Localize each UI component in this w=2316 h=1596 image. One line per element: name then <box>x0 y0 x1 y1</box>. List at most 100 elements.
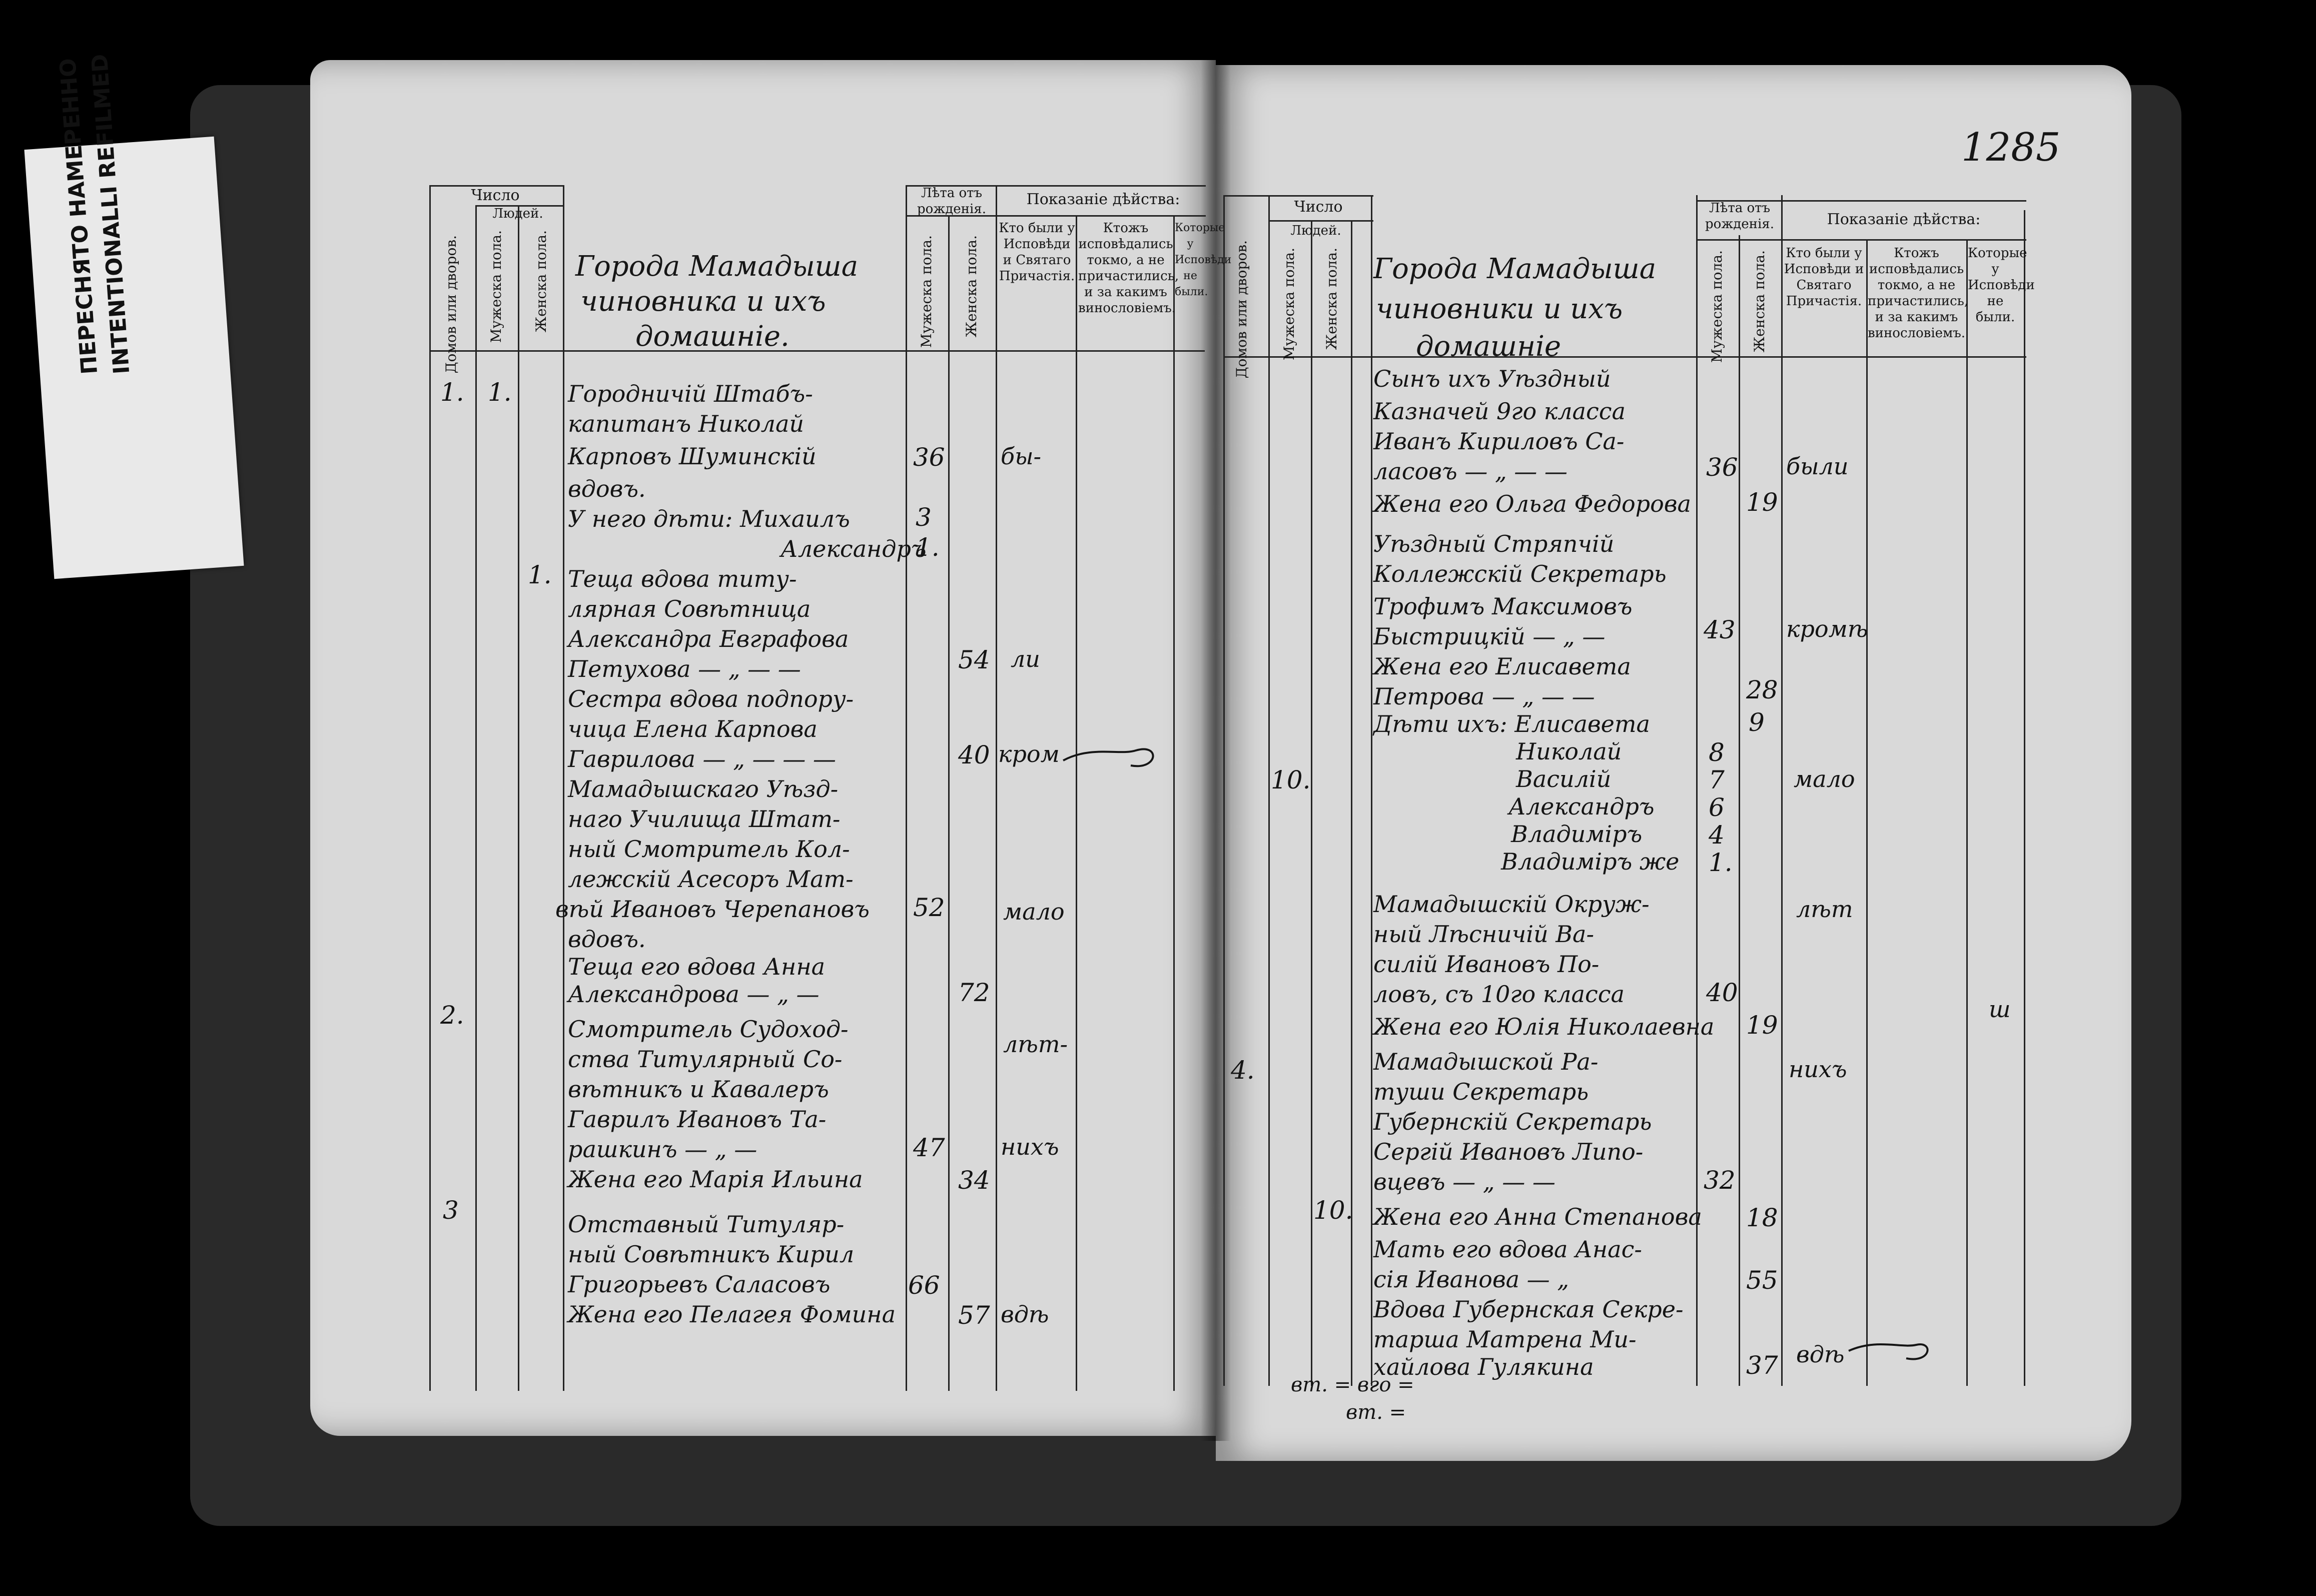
right-entry: Александръ <box>1508 793 1655 820</box>
right-entry: Иванъ Кириловъ Са- <box>1373 428 1625 455</box>
left-entry: вдовъ. <box>568 926 646 953</box>
right-age-m: 1. <box>1709 848 1733 877</box>
left-hdr-zhen: Женска пола. <box>533 230 549 333</box>
right-title-1: Города Мамадыша <box>1373 253 1657 285</box>
left-hdr-pokazanie: Показаніе дѣйства: <box>1026 191 1180 208</box>
left-mark: лѣт- <box>1003 1031 1068 1058</box>
left-hdr-domov: Домов или дворов. <box>443 235 459 374</box>
right-age-m: 32 <box>1704 1166 1736 1195</box>
left-entry: чица Елена Карпова <box>568 715 818 742</box>
right-entry: туши Секретарь <box>1373 1078 1589 1105</box>
left-entry: ства Титулярный Со- <box>568 1046 843 1073</box>
right-far-mark: ш <box>1989 996 2011 1023</box>
right-age-m: 6 <box>1709 793 1725 822</box>
left-age-f: 57 <box>958 1301 990 1330</box>
left-entry: Григорьевъ Саласовъ <box>568 1271 831 1298</box>
right-entry: Жена его Елисавета <box>1373 653 1631 680</box>
right-entry: тарша Матрена Ми- <box>1373 1326 1637 1353</box>
folio-number: 1285 <box>1961 125 2061 170</box>
left-hdr-leta-zhen: Женска пола. <box>963 235 980 338</box>
right-hdr-leta-muzh: Мужеска пола. <box>1709 250 1725 363</box>
left-entry: Гаврилъ Ивановъ Та- <box>568 1106 827 1133</box>
left-muzh-1: 1. <box>488 378 512 407</box>
right-entry: вцевъ — „ — — <box>1373 1168 1556 1195</box>
right-entry: Сынъ ихъ Уѣздный <box>1373 365 1611 392</box>
left-entry: Гаврилова — „ — — — <box>568 745 836 772</box>
left-title-1: Города Мамадыша <box>575 250 859 283</box>
left-entry: Карповъ Шуминскій <box>568 443 817 470</box>
right-entry: Мать его вдова Анас- <box>1373 1236 1642 1263</box>
left-entry: Сестра вдова подпору- <box>568 685 854 712</box>
left-entry: капитанъ Николай <box>568 410 805 437</box>
left-entry: наго Училища Штат- <box>568 806 841 833</box>
right-hdr-c3: Которые у Исповѣди не были. <box>1968 246 2035 325</box>
left-entry: вѣй Ивановъ Черепановъ <box>555 896 870 923</box>
left-entry: Петухова — „ — — <box>568 655 801 682</box>
right-hdr-chislo: Число <box>1294 198 1343 216</box>
right-age-m: 40 <box>1706 978 1738 1007</box>
left-hdr-lyudei: Людей. <box>492 206 543 221</box>
left-hdr-c1: Кто были у Исповѣди и Святаго Причастія. <box>999 221 1075 284</box>
right-mark: лѣт <box>1796 896 1853 923</box>
right-mark: кромѣ <box>1786 615 1868 642</box>
right-entry: Уѣздный Стряпчій <box>1373 530 1615 557</box>
right-age-f: 18 <box>1746 1203 1778 1232</box>
left-mark: нихъ <box>1001 1133 1059 1160</box>
right-mark: нихъ <box>1789 1056 1847 1083</box>
left-page <box>310 60 1216 1436</box>
right-hdr-c1: Кто были у Исповѣди и Святаго Причастія. <box>1784 246 1864 309</box>
left-title-2: чиновника и ихъ <box>580 285 826 318</box>
left-entry: лежскій Асесоръ Мат- <box>568 866 854 893</box>
left-entry: вдовъ. <box>568 475 646 502</box>
right-age-m: 43 <box>1704 615 1736 644</box>
left-domov-3: 3 <box>443 1196 459 1225</box>
right-footer-1: вт. = вго = <box>1291 1373 1414 1396</box>
right-entry: Николай <box>1516 738 1622 765</box>
right-footer-2: вт. = <box>1346 1401 1406 1424</box>
left-zhen-1: 1. <box>528 560 552 589</box>
right-age-f: 19 <box>1746 488 1778 517</box>
left-entry: ный Совѣтникъ Кирил <box>568 1241 855 1268</box>
left-age-m: 3 <box>916 503 932 532</box>
right-mark: мало <box>1794 765 1855 792</box>
right-hdr-leta-zhen: Женска пола. <box>1751 250 1768 353</box>
left-domov-2: 2. <box>440 1001 464 1030</box>
left-hdr-leta: Лѣта отъ рожденія. <box>917 186 986 217</box>
left-entry: Теща его вдова Анна <box>568 953 826 980</box>
right-entry: Жена его Ольга Федорова <box>1373 490 1691 517</box>
right-mark: были <box>1786 453 1849 480</box>
left-title-3: домашніе. <box>635 320 790 353</box>
left-hdr-chislo: Число <box>471 187 520 204</box>
right-entry: Владиміръ <box>1511 821 1643 848</box>
left-age-f: 40 <box>958 740 990 769</box>
left-entry: Александрова — „ — <box>568 981 820 1008</box>
left-entry: вѣтникъ и Кавалеръ <box>568 1076 829 1103</box>
left-flourish <box>1063 748 1154 767</box>
right-hdr-zhen: Женска пола. <box>1323 248 1340 350</box>
left-entry: Отставный Титуляр- <box>568 1211 845 1238</box>
right-entry: Казначей 9го класса <box>1373 398 1626 425</box>
right-entry: хайлова Гулякина <box>1373 1353 1594 1380</box>
left-entry: У него дѣти: Михаилъ <box>568 505 850 532</box>
left-mark: ли <box>1011 645 1040 672</box>
right-flourish <box>1848 1343 1929 1360</box>
right-entry: силій Ивановъ По- <box>1373 951 1600 978</box>
left-hdr-muzh: Мужеска пола. <box>488 230 504 343</box>
left-entry: Мамадышскаго Уѣзд- <box>568 775 839 803</box>
right-age-m: 36 <box>1706 453 1738 482</box>
right-age-m: 8 <box>1709 738 1725 767</box>
right-entry: Дѣти ихъ: Елисавета <box>1373 710 1650 737</box>
right-hdr-domov: Домов или дворов. <box>1233 240 1250 379</box>
right-entry: Василій <box>1516 765 1612 792</box>
right-mark: вдѣ <box>1796 1341 1845 1368</box>
right-entry: Коллежскій Секретарь <box>1373 560 1667 587</box>
right-entry: ный Лѣсничій Ва- <box>1373 921 1595 948</box>
right-entry: Владиміръ же <box>1501 848 1680 875</box>
left-age-m: 36 <box>913 443 945 472</box>
left-entry: ный Смотритель Кол- <box>568 836 850 863</box>
left-mark: вдѣ <box>1001 1301 1049 1328</box>
right-domov-2: 4. <box>1231 1056 1255 1085</box>
left-entry: Теща вдова титу- <box>568 565 797 592</box>
right-age-f: 55 <box>1746 1266 1778 1295</box>
right-entry: сія Иванова — „ <box>1373 1266 1570 1293</box>
